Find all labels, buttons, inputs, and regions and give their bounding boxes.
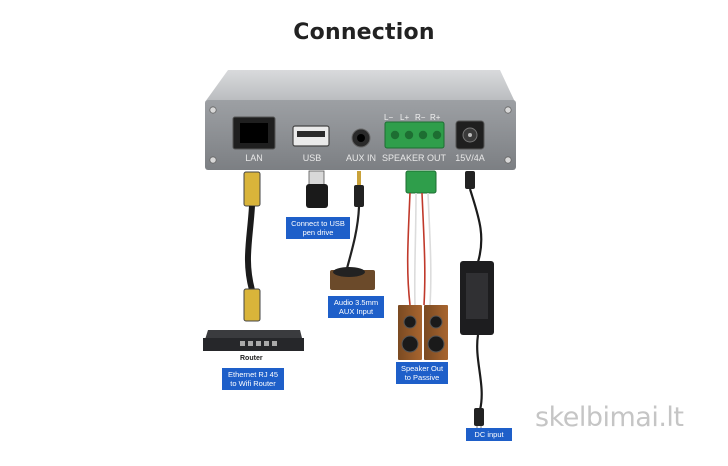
usb-drive-body [306, 184, 328, 208]
callout-aux: Audio 3.5mm AUX Input [328, 296, 384, 318]
port-label-aux: AUX IN [345, 153, 376, 163]
dc-cable-icon [468, 188, 483, 263]
usb-port-tongue [297, 131, 325, 137]
callout-usb-line-1: Connect to USB [291, 219, 345, 228]
watermark: skelbimai.lt [535, 402, 684, 433]
ethernet-connection [203, 171, 304, 351]
aux-plug-body [354, 185, 364, 207]
pin-label-l-plus: L+ [400, 113, 410, 122]
speaker-terminal-icon [384, 121, 445, 149]
usb-drive-connector [308, 170, 325, 186]
callout-aux-line-1: Audio 3.5mm [333, 298, 379, 307]
screw-icon [504, 106, 512, 114]
callout-speaker-line-1: Speaker Out [400, 364, 444, 373]
dc-connection [460, 171, 494, 433]
lan-port-socket [240, 123, 268, 143]
speaker-plug-icon [405, 170, 437, 194]
dc-plug-icon [465, 171, 475, 189]
pin-label-l-minus: L− [384, 113, 394, 122]
callout-speaker-line-2: to Passive [404, 373, 440, 382]
port-label-dc: 15V/4A [455, 153, 485, 163]
screw-icon [504, 156, 512, 164]
router-port-icon [264, 341, 269, 346]
aux-jack-hole [357, 134, 365, 142]
terminal-screw-icon [418, 130, 428, 140]
screw-icon [209, 106, 217, 114]
aux-connection [330, 171, 375, 290]
router-port-icon [256, 341, 261, 346]
router-port-icon [272, 341, 277, 346]
speaker-icon [398, 305, 422, 360]
rj45-plug-icon [243, 288, 261, 322]
callout-dc-line-1: DC input [474, 430, 504, 439]
ac-cable-icon [476, 334, 483, 411]
speaker-wire [427, 192, 432, 306]
terminal-screw-icon [432, 130, 442, 140]
aux-plug-tip [357, 171, 361, 185]
callout-aux-line-2: AUX Input [338, 307, 374, 316]
dc-jack-pin [468, 133, 472, 137]
speaker-wire [406, 192, 411, 306]
callout-ethernet-line-2: to Wifi Router [230, 379, 276, 388]
pin-label-r-minus: R− [415, 113, 426, 122]
router-label: Router [240, 355, 263, 362]
rj45-plug-icon [243, 171, 261, 207]
device-top [205, 70, 515, 102]
port-label-lan: LAN [245, 153, 263, 163]
callout-usb-line-2: pen drive [302, 228, 334, 237]
router-port-icon [248, 341, 253, 346]
terminal-screw-icon [404, 130, 414, 140]
callout-ethernet-line-1: Ethernet RJ 45 [227, 370, 279, 379]
callout-speaker: Speaker Out to Passive [396, 362, 448, 384]
amplifier-device [205, 70, 516, 170]
speaker-icon [424, 305, 448, 360]
callout-dc: DC input [466, 428, 512, 441]
speaker-connection [398, 170, 448, 360]
speaker-wire [413, 192, 417, 306]
screw-icon [209, 156, 217, 164]
ethernet-cable-icon [244, 205, 255, 291]
usb-drive-icon [306, 170, 328, 208]
pin-label-r-plus: R+ [430, 113, 441, 122]
turntable-record [333, 267, 365, 277]
port-label-speaker: SPEAKER OUT [381, 153, 446, 163]
terminal-screw-icon [390, 130, 400, 140]
router-front [203, 338, 304, 351]
callout-ethernet: Ethernet RJ 45 to Wifi Router [222, 368, 284, 390]
router-port-icon [240, 341, 245, 346]
callout-usb: Connect to USB pen drive [286, 217, 350, 239]
speaker-wire [421, 192, 426, 306]
aux-cable-icon [344, 206, 361, 273]
port-label-usb: USB [302, 153, 322, 163]
page-title: Connection [293, 20, 435, 45]
power-adapter-label [466, 273, 488, 319]
ac-plug-icon [474, 408, 484, 426]
